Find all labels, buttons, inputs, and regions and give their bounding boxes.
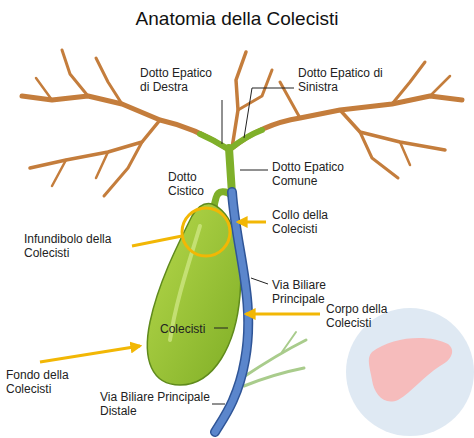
left-duct-branch (430, 76, 450, 96)
gallbladder (147, 204, 240, 386)
right-duct-branch (36, 78, 52, 100)
part-label: Fondo della Colecisti (6, 368, 92, 396)
right-duct-branch (104, 142, 142, 196)
organ-label: Colecisti (160, 322, 214, 336)
duct-label: Dotto Epatico di Sinistra (298, 66, 390, 94)
bile-duct-outline (215, 192, 248, 432)
leader-line (251, 278, 268, 284)
part-label: Infundibolo della Colecisti (24, 232, 130, 260)
common-bile-duct (215, 192, 248, 432)
left-duct-branch (340, 110, 445, 150)
duct-label: Via Biliare Principale Distale (100, 390, 210, 418)
pancreatic-duct-line (282, 332, 296, 352)
part-label: Corpo della Colecisti (326, 302, 412, 330)
highlight-circle (182, 208, 230, 256)
left-hepatic-duct (230, 130, 262, 149)
yellow-arrow (238, 221, 266, 224)
part-label: Collo della Colecisti (272, 208, 352, 236)
left-duct-branch (232, 96, 462, 148)
leader-line (240, 170, 268, 171)
right-duct-branch (22, 96, 226, 148)
leader-line (222, 100, 223, 144)
right-duct-branch (96, 58, 122, 104)
leader-line (244, 88, 294, 138)
duct-label: Dotto Epatico di Destra (140, 66, 224, 94)
left-duct-branch (400, 142, 410, 165)
duct-label: Dotto Epatico Comune (272, 160, 356, 188)
right-duct-branch (52, 160, 66, 186)
duct-label: Via Biliare Principale (272, 278, 352, 306)
yellow-arrow (40, 346, 140, 362)
left-duct-branch (280, 82, 300, 118)
yellow-arrow (246, 313, 320, 316)
leader-line (212, 404, 225, 405)
duct-label: Dotto Cistico (168, 170, 210, 198)
leader-line (214, 328, 228, 329)
left-duct-branch (392, 62, 425, 104)
central-duct-branch (238, 70, 272, 110)
left-duct-branch (360, 132, 398, 178)
diagram-title: Anatomia della Colecisti (0, 8, 474, 30)
liver-shape (369, 338, 452, 402)
pancreatic-duct-line (244, 368, 304, 386)
right-duct-branch (96, 152, 108, 178)
right-hepatic-duct (200, 134, 228, 149)
hepatic-ducts (22, 50, 462, 196)
yellow-leader (132, 236, 182, 246)
right-duct-branch (62, 50, 88, 96)
central-duct-branch (232, 52, 246, 148)
leader-lines (212, 88, 294, 404)
